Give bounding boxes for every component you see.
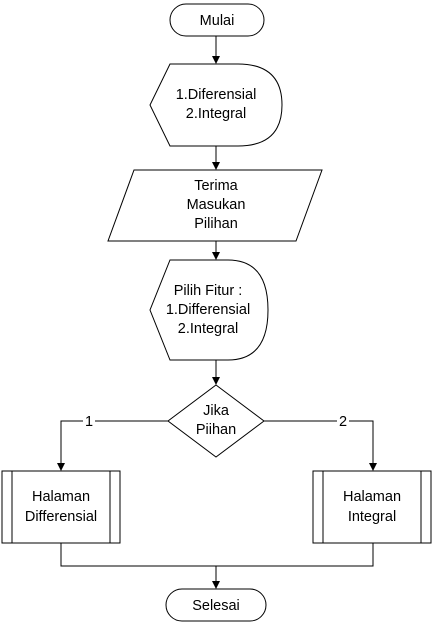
- decision-line-2: Piihan: [196, 422, 236, 438]
- process-right-shape: [312, 470, 432, 544]
- connector-decision-to-left: [60, 420, 168, 464]
- arrowhead-prompt: [212, 252, 220, 260]
- display-prompt: Pilih Fitur : 1.Differensial 2.Integral: [149, 259, 269, 361]
- display-menu-shape: [149, 63, 283, 147]
- edge-label-right-group: 2: [337, 412, 349, 430]
- process-right-line-2: Integral: [348, 509, 396, 525]
- input-line-1: Terima: [194, 178, 238, 194]
- display-prompt-line-3: 2.Integral: [178, 321, 238, 337]
- connectors: [60, 36, 374, 582]
- arrowhead-input: [212, 162, 220, 170]
- display-prompt-shape: [149, 259, 269, 361]
- edge-label-left-group: 1: [83, 412, 95, 430]
- process-right: Halaman Integral: [312, 470, 432, 544]
- arrowhead-menu: [212, 56, 220, 64]
- arrowhead-end: [212, 581, 220, 589]
- arrowhead-right-process: [369, 463, 377, 471]
- process-left: Halaman Differensial: [1, 470, 121, 544]
- start-label: Mulai: [200, 13, 235, 29]
- input-line-2: Masukan: [187, 197, 246, 213]
- display-menu: 1.Diferensial 2.Integral: [149, 63, 283, 147]
- process-left-line-1: Halaman: [32, 489, 90, 505]
- edge-label-right: 2: [339, 414, 347, 430]
- connector-merge: [60, 543, 374, 567]
- connector-decision-to-right: [264, 420, 374, 464]
- display-menu-line-1: 1.Diferensial: [176, 87, 257, 103]
- display-menu-line-2: 2.Integral: [186, 106, 246, 122]
- end-terminator: Selesai: [165, 588, 267, 622]
- decision-line-1: Jika: [203, 403, 230, 419]
- process-left-shape: [1, 470, 121, 544]
- end-terminator-shape: [165, 588, 267, 622]
- display-prompt-line-2: 1.Differensial: [166, 302, 250, 318]
- arrowhead-left-process: [57, 463, 65, 471]
- decision-diamond: Jika Piihan: [167, 384, 265, 458]
- process-right-line-1: Halaman: [343, 489, 401, 505]
- arrowhead-decision: [212, 377, 220, 385]
- end-label: Selesai: [192, 598, 240, 614]
- start-terminator: Mulai: [169, 3, 265, 37]
- start-terminator-shape: [169, 3, 265, 37]
- edge-label-left: 1: [85, 414, 93, 430]
- input-parallelogram-shape: [107, 169, 323, 242]
- process-left-line-2: Differensial: [25, 509, 97, 525]
- display-prompt-line-1: Pilih Fitur :: [174, 283, 243, 299]
- arrowheads: [57, 56, 377, 589]
- decision-diamond-shape: [167, 384, 265, 458]
- input-line-3: Pilihan: [194, 216, 238, 232]
- input-parallelogram: Terima Masukan Pilihan: [107, 169, 323, 242]
